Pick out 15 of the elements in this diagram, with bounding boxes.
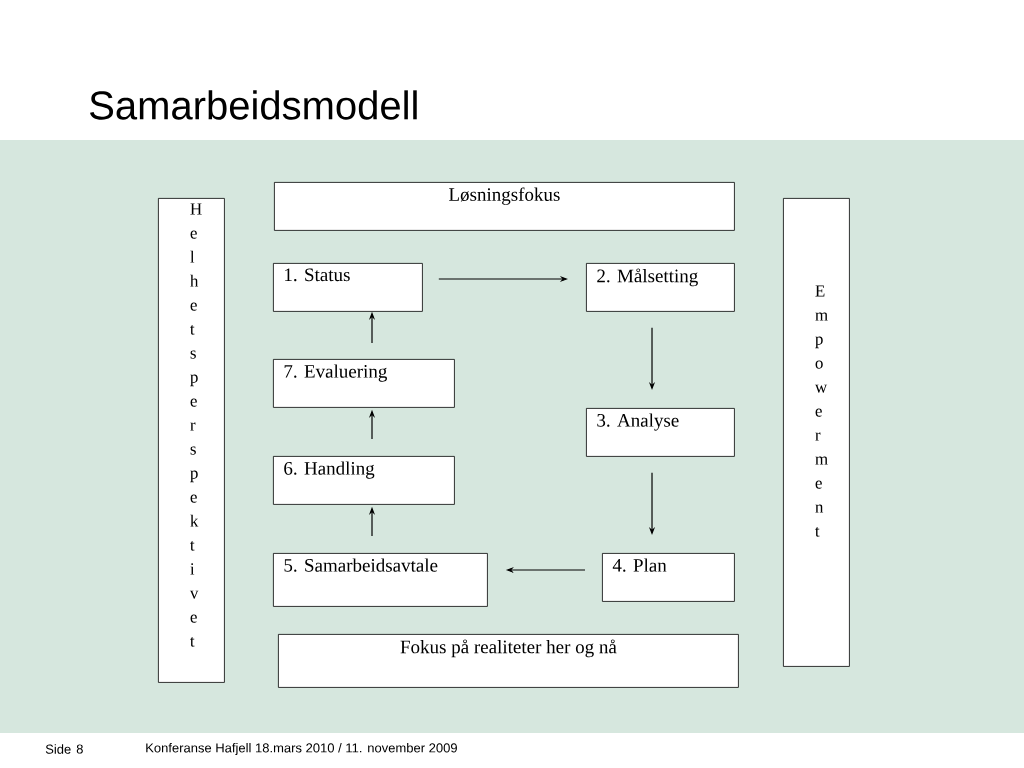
process-box: 1. Status [273,263,423,312]
process-box: 2. Målsetting [586,263,735,312]
title: Samarbeidsmodell [90,90,417,120]
process-box: 7. Evaluering [273,359,455,408]
process-box: 5. Samarbeidsavtale [273,553,488,607]
process-box: 3. Analyse [586,408,735,457]
banner-box: Fokus på realiteter her og nå [278,634,739,688]
footer-text: Konferanse Hafjell 18.mars 2010 / 11. november 2009 [146,742,457,756]
process-box: 6. Handling [273,456,455,505]
vertical-text-box: H e l h e t s p e r s p e k t i v e t [158,198,225,683]
page-label: Side [45,744,71,754]
vertical-text-box: E m p o w e r m e n t [783,198,850,667]
banner-box: Løsningsfokus [274,182,735,231]
page-number: 8 [76,744,83,754]
process-box: 4. Plan [602,553,735,602]
